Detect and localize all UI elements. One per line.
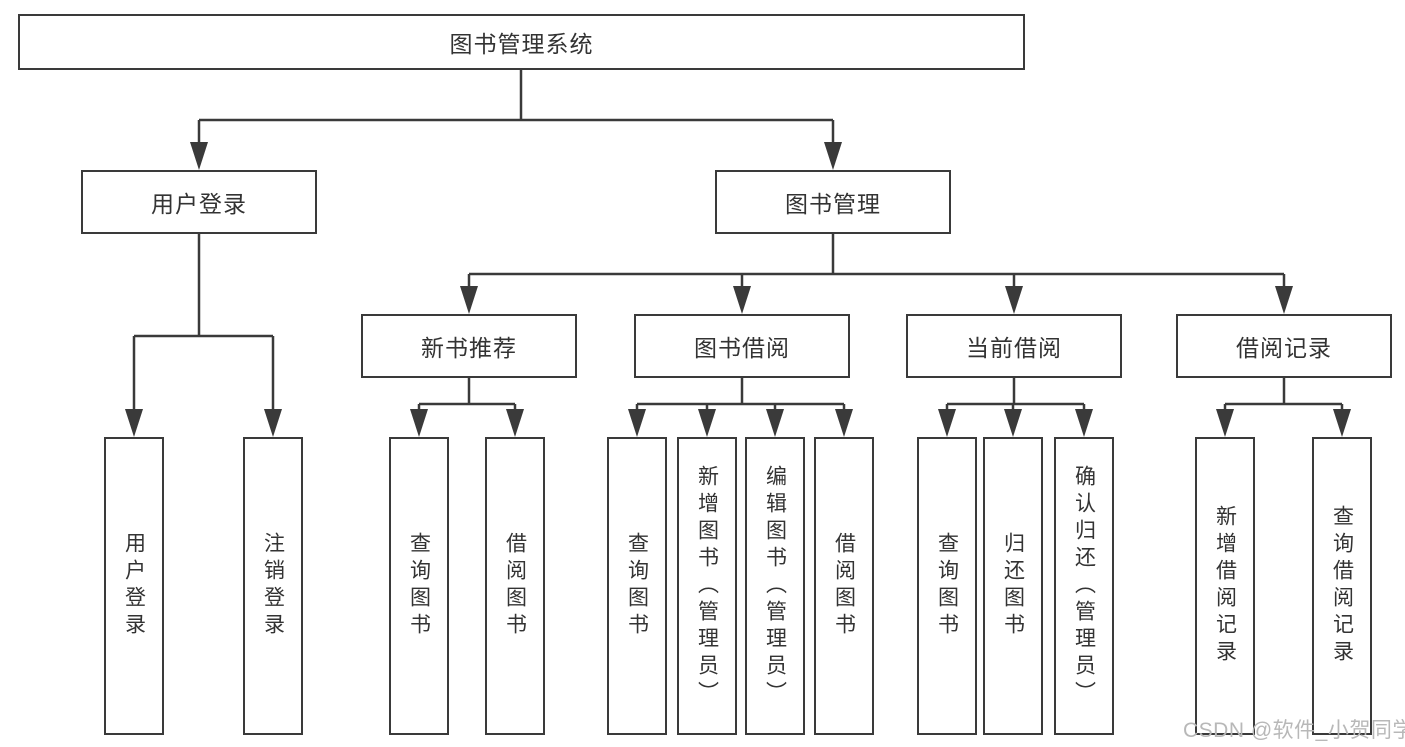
leaf-label: 查询图书 bbox=[935, 532, 959, 640]
node-user-login: 用户登录 bbox=[81, 170, 317, 234]
leaf-query-books-current: 查询图书 bbox=[917, 437, 977, 735]
leaf-logout: 注销登录 bbox=[243, 437, 303, 735]
node-label: 借阅记录 bbox=[1236, 335, 1332, 361]
csdn-watermark: CSDN @软件_小贺同学 bbox=[1183, 719, 1405, 742]
leaf-borrow-books-recommend: 借阅图书 bbox=[485, 437, 545, 735]
leaf-borrow-books: 借阅图书 bbox=[814, 437, 874, 735]
node-label: 图书借阅 bbox=[694, 335, 790, 361]
node-label: 用户登录 bbox=[151, 191, 247, 217]
leaf-label: 查询借阅记录 bbox=[1330, 505, 1354, 667]
node-book-management: 图书管理 bbox=[715, 170, 951, 234]
leaf-label: 查询图书 bbox=[625, 532, 649, 640]
leaf-label: 借阅图书 bbox=[503, 532, 527, 640]
leaf-label: 用户登录 bbox=[122, 532, 146, 640]
leaf-return-books: 归还图书 bbox=[983, 437, 1043, 735]
node-new-book-recommendation: 新书推荐 bbox=[361, 314, 577, 378]
leaf-label: 编辑图书（管理员） bbox=[763, 464, 787, 708]
leaf-query-books-recommend: 查询图书 bbox=[389, 437, 449, 735]
node-current-borrowing: 当前借阅 bbox=[906, 314, 1122, 378]
node-label: 图书管理 bbox=[785, 191, 881, 217]
node-label: 当前借阅 bbox=[966, 335, 1062, 361]
leaf-edit-books-admin: 编辑图书（管理员） bbox=[745, 437, 805, 735]
leaf-add-books-admin: 新增图书（管理员） bbox=[677, 437, 737, 735]
node-book-borrowing: 图书借阅 bbox=[634, 314, 850, 378]
leaf-user-login: 用户登录 bbox=[104, 437, 164, 735]
leaf-label: 归还图书 bbox=[1001, 532, 1025, 640]
node-library-management-system: 图书管理系统 bbox=[18, 14, 1025, 70]
leaf-label: 新增借阅记录 bbox=[1213, 505, 1237, 667]
leaf-label: 注销登录 bbox=[261, 532, 285, 640]
leaf-label: 新增图书（管理员） bbox=[695, 464, 719, 708]
leaf-query-books-borrow: 查询图书 bbox=[607, 437, 667, 735]
node-label: 图书管理系统 bbox=[449, 31, 594, 57]
leaf-query-borrow-record: 查询借阅记录 bbox=[1312, 437, 1372, 735]
node-borrowing-records: 借阅记录 bbox=[1176, 314, 1392, 378]
leaf-add-borrow-record: 新增借阅记录 bbox=[1195, 437, 1255, 735]
leaf-label: 查询图书 bbox=[407, 532, 431, 640]
node-label: 新书推荐 bbox=[421, 335, 517, 361]
leaf-confirm-return-admin: 确认归还（管理员） bbox=[1054, 437, 1114, 735]
leaf-label: 确认归还（管理员） bbox=[1072, 464, 1096, 708]
leaf-label: 借阅图书 bbox=[832, 532, 856, 640]
